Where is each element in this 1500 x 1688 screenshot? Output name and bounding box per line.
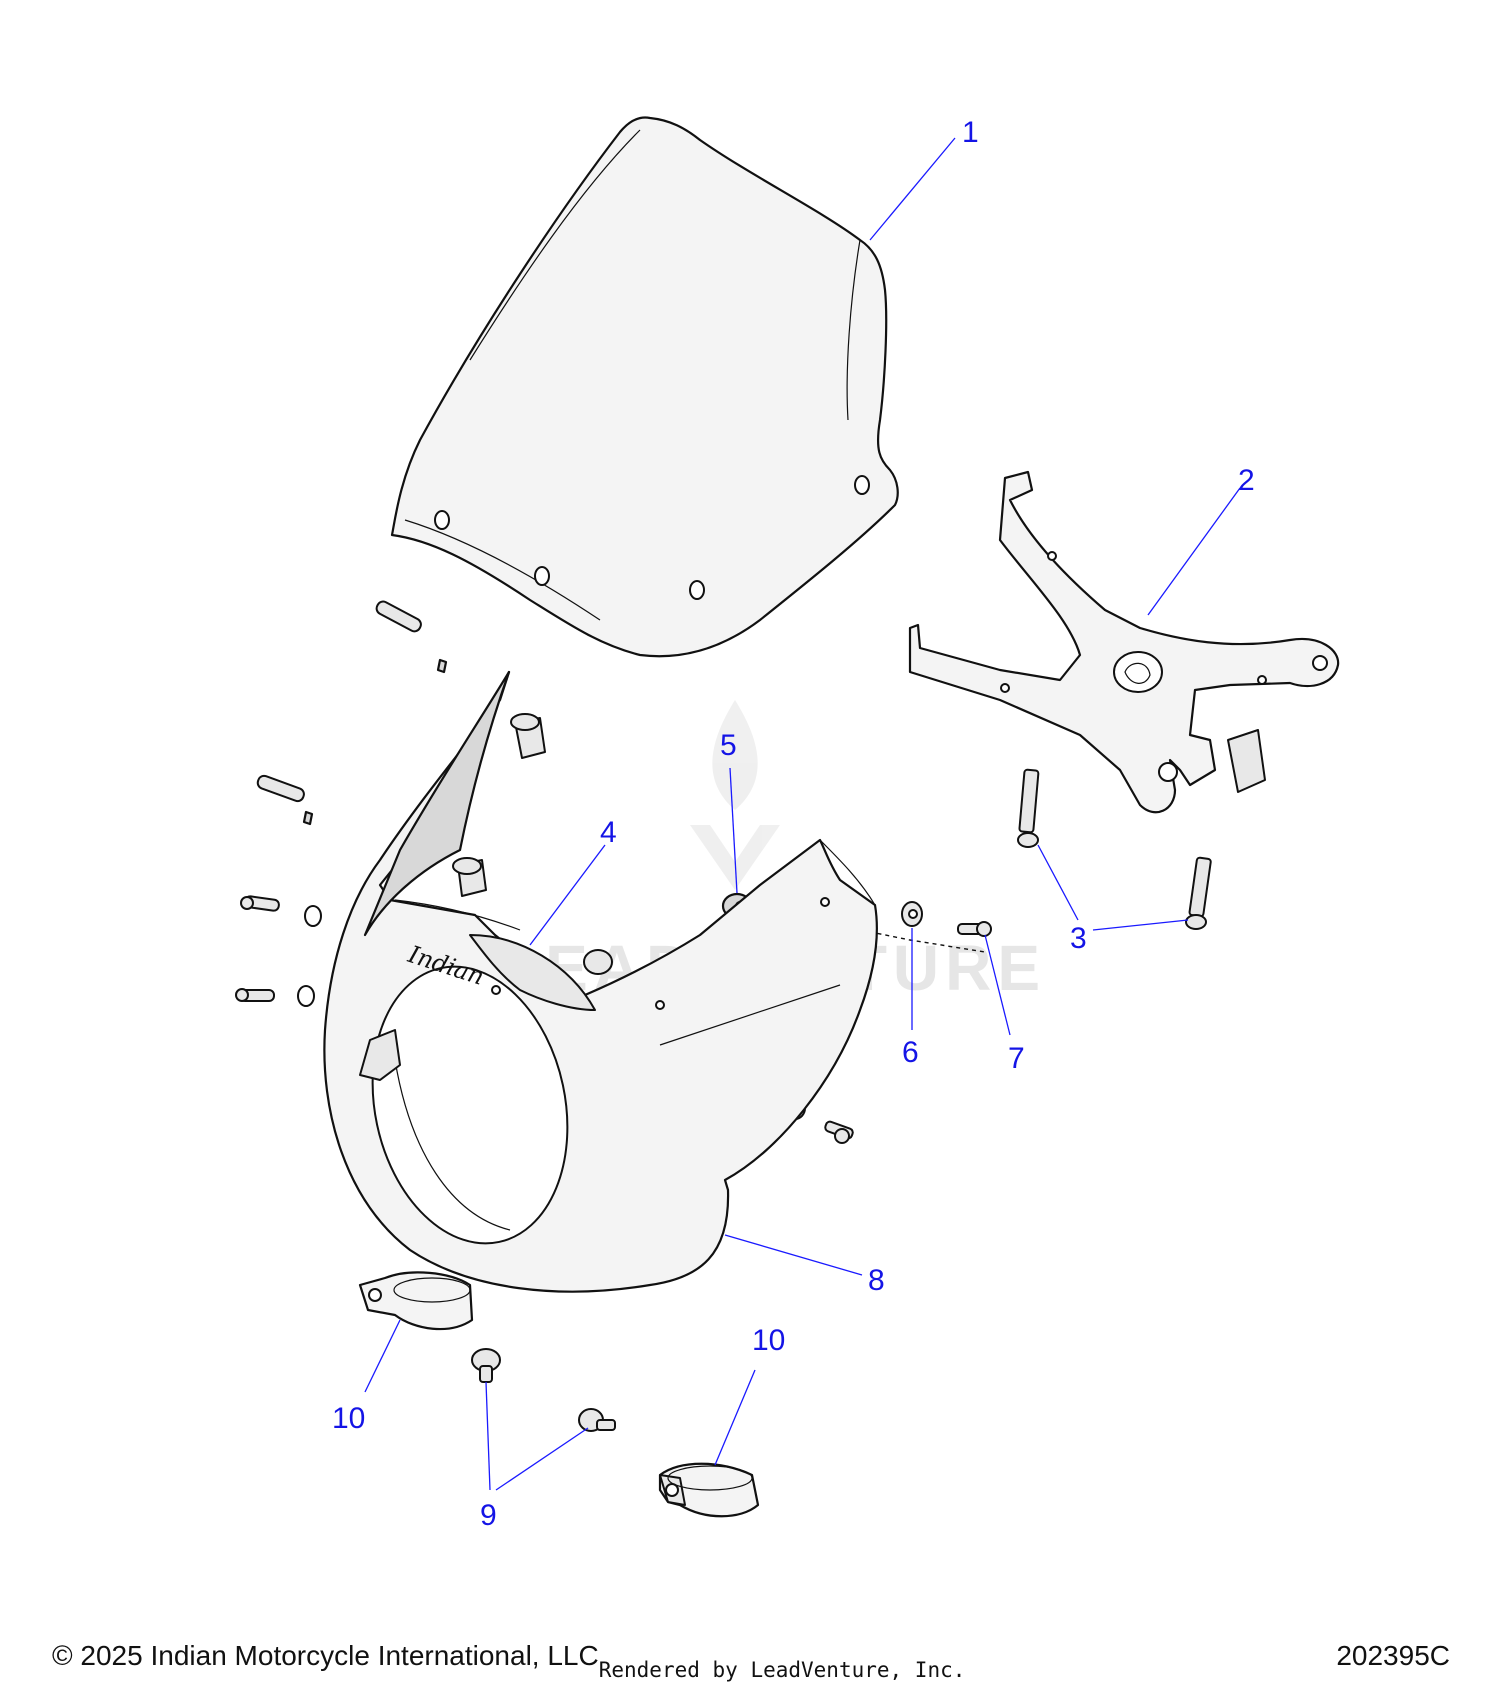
fork-clamp-left xyxy=(358,1271,474,1331)
leader-4 xyxy=(529,844,606,946)
windscreen xyxy=(390,116,899,658)
leader-9a xyxy=(485,1381,491,1491)
screw-3a xyxy=(1017,768,1040,848)
callout-1: 1 xyxy=(962,116,979,149)
leader-7 xyxy=(984,934,1011,1036)
leader-9b xyxy=(495,1427,589,1491)
washer-6 xyxy=(901,901,923,927)
leader-10b xyxy=(714,1369,756,1466)
callout-10-right: 10 xyxy=(752,1324,785,1357)
screw-7 xyxy=(957,921,992,937)
small-hardware-left xyxy=(235,600,613,1007)
callout-2: 2 xyxy=(1238,464,1255,497)
callout-8: 8 xyxy=(868,1264,885,1297)
callout-6: 6 xyxy=(902,1036,919,1069)
leader-3b xyxy=(1092,919,1189,931)
callout-7: 7 xyxy=(1008,1042,1025,1075)
screw-3b xyxy=(1185,856,1212,930)
leader-10a xyxy=(364,1319,401,1393)
callout-9: 9 xyxy=(480,1499,497,1532)
callout-5: 5 xyxy=(720,729,737,762)
diagram-id: 202395C xyxy=(1336,1640,1450,1671)
fork-clamp-right xyxy=(658,1462,760,1518)
callout-4: 4 xyxy=(600,816,617,849)
mounting-bracket xyxy=(908,470,1340,814)
callout-3: 3 xyxy=(1070,922,1087,955)
leader-2 xyxy=(1147,487,1241,616)
leader-5 xyxy=(729,767,738,894)
leader-3a xyxy=(1037,844,1079,921)
leader-8 xyxy=(724,1234,863,1276)
bolt-9a xyxy=(471,1348,501,1383)
watermark-logo xyxy=(690,700,780,890)
footer-copyright: © 2025 Indian Motorcycle International, … xyxy=(52,1640,965,1682)
bolt-9b xyxy=(578,1408,616,1432)
leader-1 xyxy=(869,137,956,241)
rendered-by-text: Rendered by LeadVenture, Inc. xyxy=(598,1658,966,1682)
assembly-line-5-6-7 xyxy=(751,907,986,953)
headlight-fairing: Indian xyxy=(323,670,878,1293)
copyright-text: © 2025 Indian Motorcycle International, … xyxy=(52,1640,599,1671)
callout-10-left: 10 xyxy=(332,1402,365,1435)
